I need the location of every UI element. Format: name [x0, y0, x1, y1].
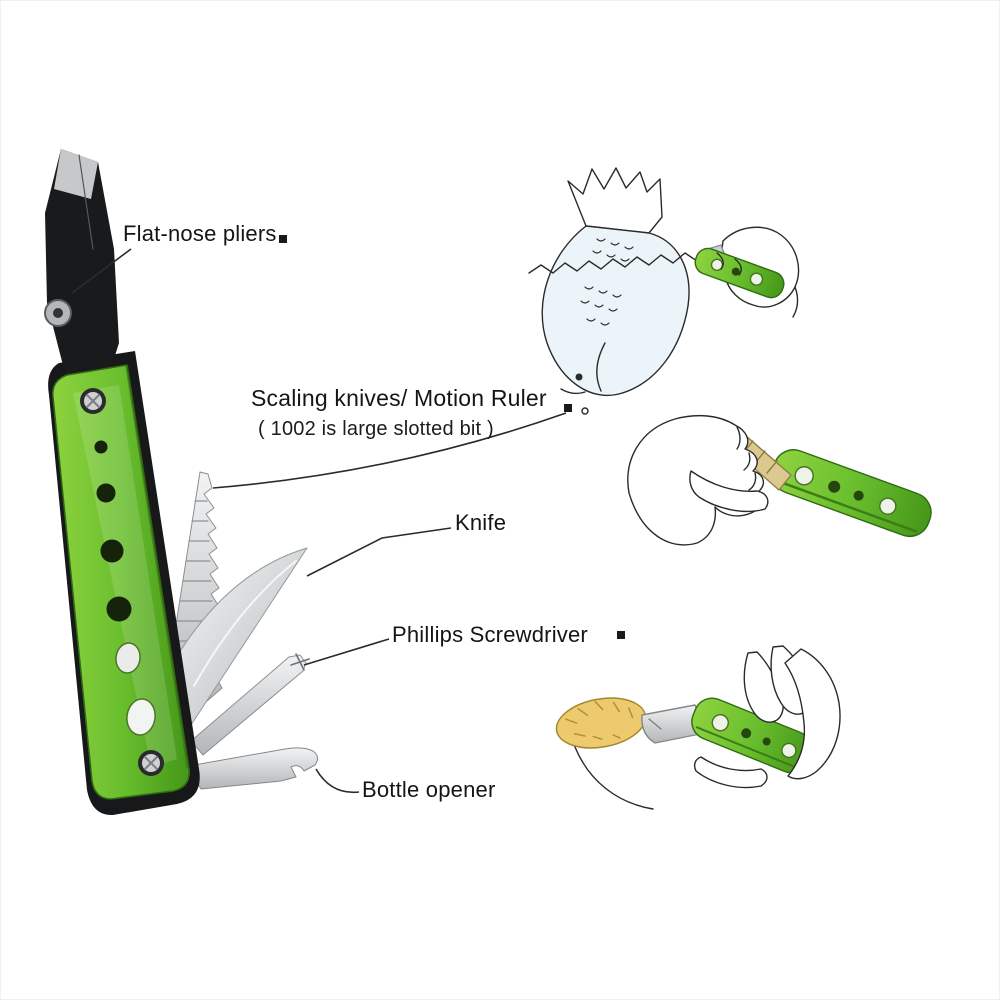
handle-edge-shadow [125, 365, 190, 769]
fish-mouth [560, 388, 586, 395]
cap-brush [555, 697, 647, 749]
pliers-jaw-tip [54, 149, 98, 199]
knife-use-illustration [627, 414, 932, 546]
knife-blade-highlight [193, 560, 297, 687]
knife-use-thumb [689, 470, 769, 512]
phillips-tip-cross [290, 653, 310, 671]
opener-notch [648, 718, 662, 730]
label-scaling-knives: Scaling knives/ Motion Ruler [251, 385, 547, 411]
knife-use-finger-lines [736, 426, 757, 491]
leader-flat-nose-pliers [71, 248, 132, 294]
pliers-head [45, 149, 119, 387]
leader-dot-phillips [617, 631, 625, 639]
fish-scale-marks [580, 238, 634, 326]
handle-sheen [73, 385, 177, 767]
opener-wrist-curve [574, 746, 654, 810]
handle-screw-bottom [138, 750, 164, 776]
opener-thumb [693, 756, 768, 789]
bottle-opener-arm [193, 747, 319, 790]
fish-hand-wrist [792, 286, 799, 318]
handle-green [52, 364, 190, 800]
leader-phillips-screwdriver [303, 638, 390, 666]
label-phillips-screwdriver: Phillips Screwdriver [392, 622, 588, 647]
multitool-illustration [44, 149, 319, 816]
label-flat-nose-pliers: Flat-nose pliers [123, 221, 277, 246]
phillips-screwdriver-shaft [190, 654, 307, 756]
leader-dot-pliers [279, 235, 287, 243]
fish-eye [575, 373, 583, 381]
label-knife: Knife [455, 510, 507, 535]
fish-fingertip-lines [716, 252, 742, 276]
opener-green-tool [691, 697, 813, 774]
leader-dots [279, 235, 625, 639]
handle-slot-lower [126, 698, 156, 736]
leader-lines [71, 248, 567, 794]
handle-screw-top [80, 388, 106, 414]
leader-dot-scaling [564, 404, 572, 412]
fish-tail [567, 167, 663, 234]
opener-hand-mass [784, 648, 841, 780]
bottle-opener-use-illustration [555, 645, 841, 810]
fish-scaling-illustration [528, 167, 800, 415]
leader-bottle-opener [315, 768, 360, 794]
leader-scaling-knives [212, 412, 567, 489]
leader-knife [306, 527, 452, 577]
handle-holes [94, 440, 132, 622]
handle-slot-upper [115, 642, 141, 674]
label-bottle-opener: Bottle opener [362, 777, 496, 802]
pliers-jaw-seam [78, 154, 94, 250]
fish-bubble [581, 407, 589, 415]
knife-use-green-tool [771, 449, 932, 538]
pliers-pivot-center [53, 308, 63, 318]
label-scaling-knives-note: ( 1002 is large slotted bit ) [258, 418, 494, 440]
scaler-serrated-line [528, 252, 708, 274]
fish-gill-line [596, 342, 606, 392]
